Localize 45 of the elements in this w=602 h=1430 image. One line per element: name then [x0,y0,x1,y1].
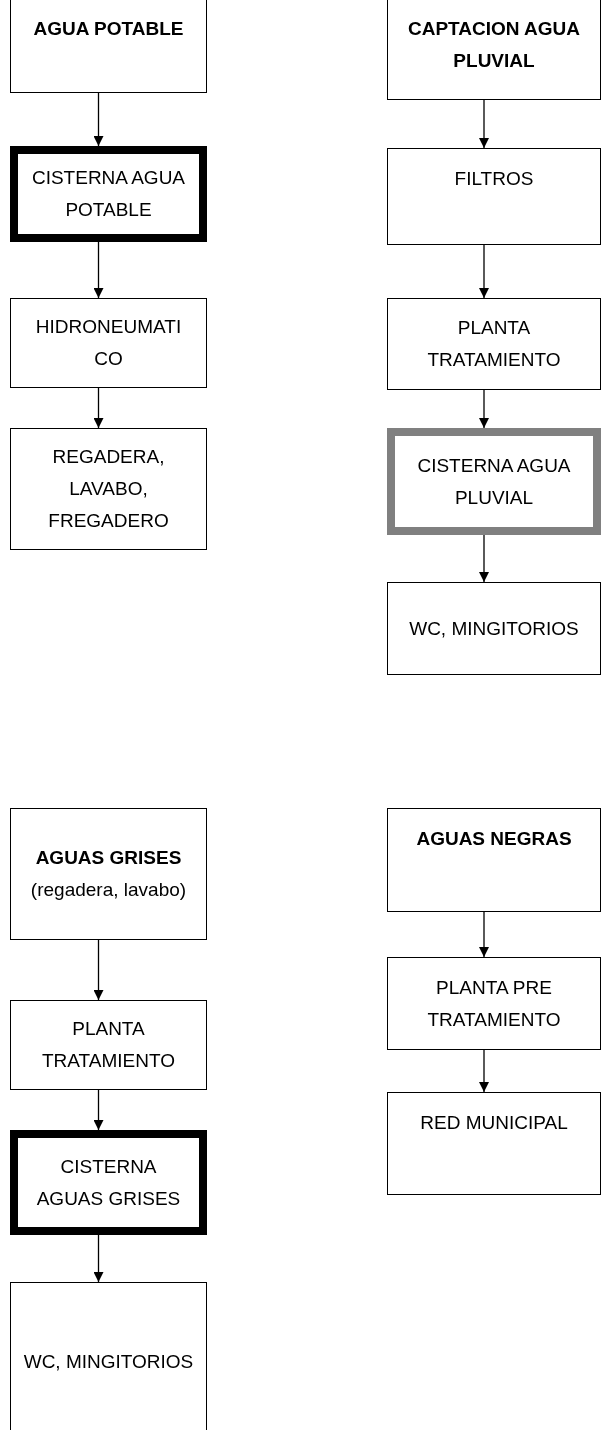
box-label: REGADERA, LAVABO, FREGADERO [47,445,170,533]
process-box [387,1092,601,1195]
process-box [387,148,601,245]
box-label: HIDRONEUMATICO [34,315,183,371]
process-box [10,298,207,388]
arrow [93,92,104,147]
box-label: CISTERNA AGUA POTABLE [30,166,187,222]
arrow [479,534,489,583]
box-label: AGUAS NEGRAS [416,827,572,851]
arrow [479,99,489,149]
box-label: WC, MINGITORIOS [23,1350,194,1374]
arrow [93,1089,104,1131]
process-box [10,0,207,93]
arrow [93,939,104,1001]
process-box [10,1282,207,1430]
box-label: AGUAS GRISES [35,846,182,870]
process-box [387,582,601,675]
process-box [387,957,601,1050]
box-label: CISTERNA AGUAS GRISES [35,1154,182,1211]
box-label: PLANTA PRE TRATAMIENTO [426,975,562,1032]
arrow [93,1234,104,1283]
process-box [10,808,207,940]
arrow [479,244,489,299]
arrow [93,241,104,299]
process-box [10,1130,207,1235]
process-box [10,146,207,242]
box-label: PLANTA TRATAMIENTO [426,316,562,372]
process-box [10,428,207,550]
arrow [93,387,104,429]
box-note: (regadera, lavabo) [30,878,187,902]
arrow [479,1049,489,1093]
box-label: AGUA POTABLE [33,17,184,41]
box-label: PLANTA TRATAMIENTO [41,1017,176,1073]
box-label: FILTROS [454,167,534,191]
box-label: RED MUNICIPAL [420,1111,568,1135]
process-box [387,298,601,390]
box-label: CAPTACION AGUA PLUVIAL [406,17,582,73]
process-box [10,1000,207,1090]
arrow [479,911,489,958]
process-box [387,0,601,100]
box-label: CISTERNA AGUA PLUVIAL [416,453,572,510]
process-box [387,808,601,912]
process-box [387,428,601,535]
box-label: WC, MINGITORIOS [409,616,579,641]
arrow [479,389,489,429]
